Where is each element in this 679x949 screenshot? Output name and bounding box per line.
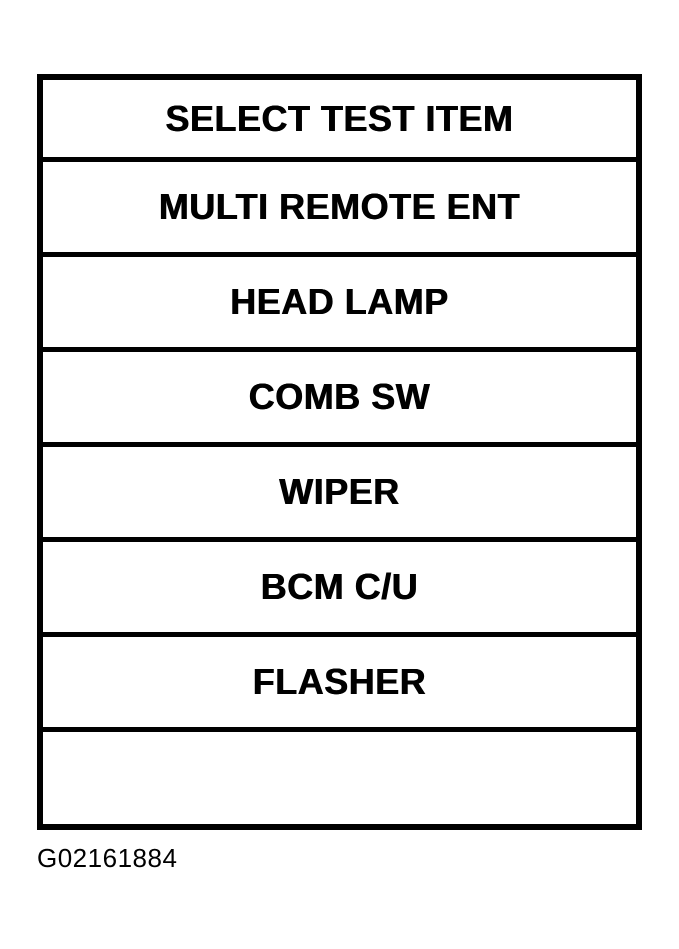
menu-item-multi-remote-ent[interactable]: MULTI REMOTE ENT [43, 162, 636, 257]
menu-empty-row [43, 732, 636, 824]
select-test-item-menu: SELECT TEST ITEM MULTI REMOTE ENT HEAD L… [37, 74, 642, 830]
figure-id-caption: G02161884 [37, 843, 178, 873]
menu-item-label: MULTI REMOTE ENT [158, 186, 521, 227]
menu-header-row: SELECT TEST ITEM [43, 80, 636, 162]
menu-item-bcm-cu[interactable]: BCM C/U [43, 542, 636, 637]
menu-item-comb-sw[interactable]: COMB SW [43, 352, 636, 447]
menu-item-label: FLASHER [252, 661, 427, 702]
menu-item-label: HEAD LAMP [230, 281, 449, 322]
menu-item-label: COMB SW [248, 376, 431, 417]
menu-title: SELECT TEST ITEM [165, 97, 514, 139]
menu-item-label: WIPER [279, 471, 400, 512]
menu-item-flasher[interactable]: FLASHER [43, 637, 636, 732]
menu-item-head-lamp[interactable]: HEAD LAMP [43, 257, 636, 352]
menu-item-wiper[interactable]: WIPER [43, 447, 636, 542]
menu-item-label: BCM C/U [260, 566, 419, 607]
